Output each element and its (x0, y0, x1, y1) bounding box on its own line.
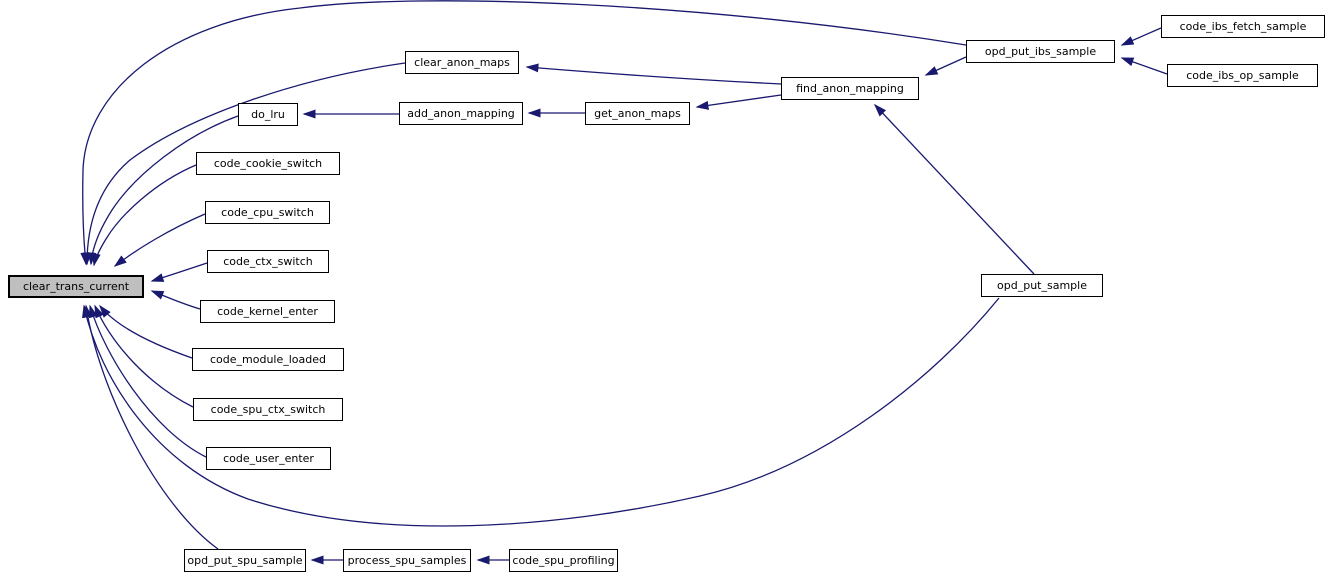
node-code_ibs_fetch_sample[interactable]: code_ibs_fetch_sample (1161, 15, 1325, 38)
node-code_user_enter[interactable]: code_user_enter (206, 447, 331, 470)
edge-code_spu_ctx_switch-to-clear_trans_current (94, 304, 194, 408)
edge-code_module_loaded-to-clear_trans_current (99, 304, 193, 359)
node-code_spu_ctx_switch[interactable]: code_spu_ctx_switch (193, 398, 343, 421)
node-code_module_loaded[interactable]: code_module_loaded (192, 348, 344, 371)
node-opd_put_ibs_sample[interactable]: opd_put_ibs_sample (966, 40, 1115, 63)
node-find_anon_mapping[interactable]: find_anon_mapping (781, 77, 919, 100)
node-code_cpu_switch[interactable]: code_cpu_switch (205, 201, 330, 224)
edge-opd_put_ibs_sample-to-find_anon_mapping (924, 56, 967, 76)
node-add_anon_mapping[interactable]: add_anon_mapping (399, 102, 523, 125)
node-do_lru[interactable]: do_lru (238, 103, 298, 126)
node-code_ctx_switch[interactable]: code_ctx_switch (207, 250, 329, 273)
edge-code_ibs_op_sample-to-opd_put_ibs_sample (1120, 57, 1168, 75)
edge-do_lru-to-clear_trans_current (87, 115, 239, 266)
node-opd_put_spu_sample[interactable]: opd_put_spu_sample (184, 549, 306, 572)
node-process_spu_samples[interactable]: process_spu_samples (343, 549, 471, 572)
node-clear_trans_current[interactable]: clear_trans_current (8, 275, 144, 298)
edge-code_user_enter-to-clear_trans_current (88, 304, 207, 458)
edge-code_ctx_switch-to-clear_trans_current (150, 262, 208, 282)
node-code_cookie_switch[interactable]: code_cookie_switch (196, 152, 340, 175)
node-code_kernel_enter[interactable]: code_kernel_enter (200, 300, 335, 323)
edge-code_ibs_fetch_sample-to-opd_put_ibs_sample (1120, 27, 1162, 46)
node-code_spu_profiling[interactable]: code_spu_profiling (509, 549, 618, 572)
node-get_anon_maps[interactable]: get_anon_maps (585, 102, 690, 125)
edge-opd_put_sample-to-find_anon_mapping (873, 103, 1035, 275)
edge-code_cookie_switch-to-clear_trans_current (91, 164, 197, 267)
edge-find_anon_mapping-to-get_anon_maps (695, 94, 782, 110)
edge-opd_put_spu_sample-to-clear_trans_current (83, 304, 219, 550)
edge-code_cpu_switch-to-clear_trans_current (113, 213, 206, 267)
node-code_ibs_op_sample[interactable]: code_ibs_op_sample (1167, 64, 1318, 87)
edge-find_anon_mapping-to-clear_anon_maps (525, 63, 782, 85)
edge-opd_put_ibs_sample-to-clear_trans_current (80, 0, 967, 266)
node-clear_anon_maps[interactable]: clear_anon_maps (405, 51, 519, 74)
edge-code_kernel_enter-to-clear_trans_current (150, 290, 201, 310)
node-opd_put_sample[interactable]: opd_put_sample (981, 274, 1103, 297)
